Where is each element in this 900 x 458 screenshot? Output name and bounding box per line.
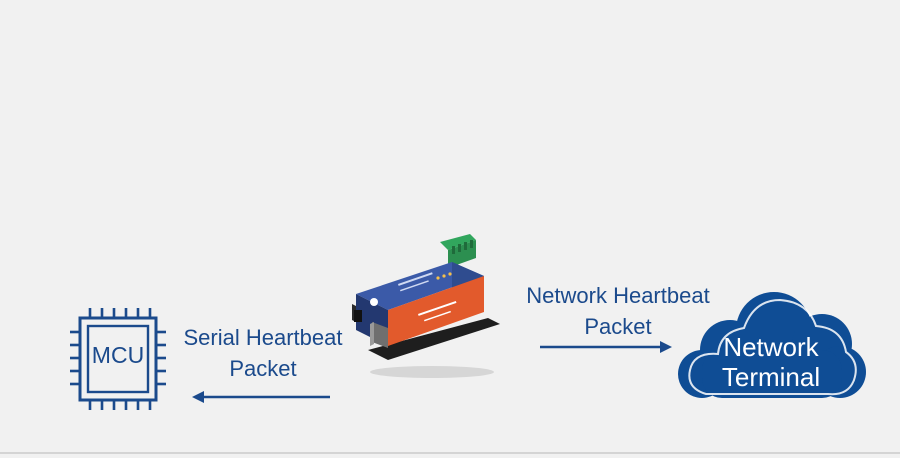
network-terminal-label: Network Terminal <box>676 332 866 392</box>
network-terminal-cloud: Network Terminal <box>676 278 866 410</box>
serial-heartbeat-label: Serial Heartbeat Packet <box>178 322 348 384</box>
serial-heartbeat-line2: Packet <box>178 353 348 384</box>
serial-device-server-icon <box>348 232 508 382</box>
serial-heartbeat-line1: Serial Heartbeat <box>178 322 348 353</box>
arrow-right-icon <box>538 338 674 356</box>
network-terminal-line1: Network <box>676 332 866 362</box>
bottom-divider <box>0 452 900 454</box>
arrow-left-icon <box>190 388 332 406</box>
mcu-label: MCU <box>68 342 168 369</box>
network-terminal-line2: Terminal <box>676 362 866 392</box>
mcu-chip: MCU <box>68 306 168 412</box>
